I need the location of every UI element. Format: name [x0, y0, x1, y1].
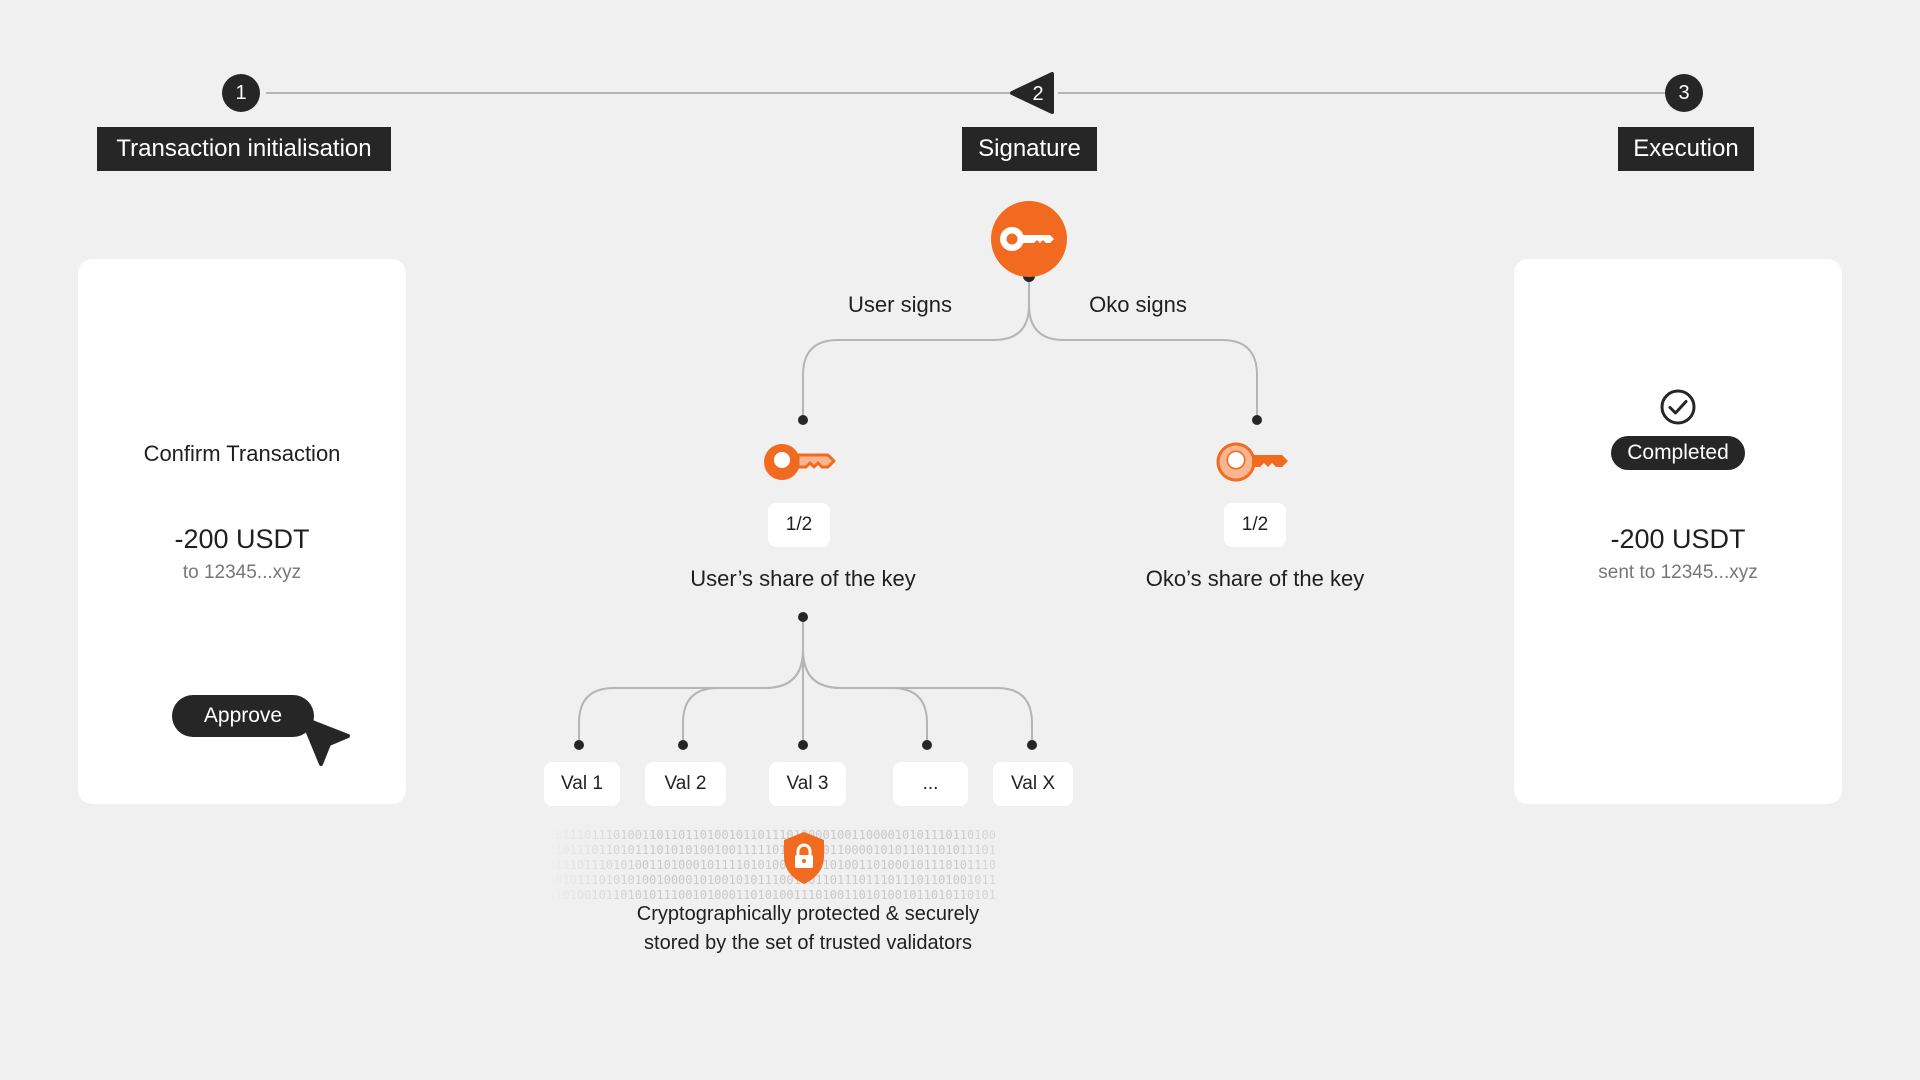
oko-share-fraction: 1/2 — [1224, 503, 1286, 547]
svg-text:2: 2 — [1032, 83, 1043, 105]
step-3-number: 3 — [1665, 74, 1703, 112]
validator-2: Val 2 — [645, 762, 726, 806]
protection-text-line-2: stored by the set of trusted validators — [644, 932, 972, 954]
approve-button[interactable]: Approve — [172, 695, 314, 737]
transaction-amount: -200 USDT — [174, 524, 310, 554]
executed-recipient: sent to 12345...xyz — [1598, 562, 1758, 583]
step-1-label: Transaction initialisation — [97, 127, 391, 171]
half-key-icon — [1216, 442, 1288, 482]
oko-share-label: Oko’s share of the key — [1145, 566, 1365, 591]
card-title: Confirm Transaction — [143, 441, 341, 466]
executed-amount: -200 USDT — [1610, 524, 1746, 554]
step-2-label: Signature — [962, 127, 1097, 171]
step-3-label: Execution — [1618, 127, 1754, 171]
transaction-recipient: to 12345...xyz — [182, 562, 302, 583]
execution-card: Completed -200 USDT sent to 12345...xyz — [1514, 259, 1842, 804]
step-1-number: 1 — [222, 74, 260, 112]
validator-1: Val 1 — [544, 762, 620, 806]
step-2-marker: 2 — [1010, 72, 1054, 114]
protection-text-line-1: Cryptographically protected & securely — [636, 903, 980, 925]
binary-data-band: 1011101110100110110110100101101110100001… — [548, 828, 996, 902]
validator-more: ... — [893, 762, 968, 806]
half-key-icon — [764, 444, 836, 480]
validator-3: Val 3 — [769, 762, 846, 806]
oko-signs-label: Oko signs — [1089, 292, 1187, 317]
user-share-label: User’s share of the key — [690, 566, 916, 591]
status-badge: Completed — [1611, 436, 1745, 470]
key-icon — [991, 201, 1067, 277]
validator-x: Val X — [993, 762, 1073, 806]
check-circle-icon — [1660, 389, 1696, 425]
shield-lock-icon — [784, 832, 824, 884]
user-share-fraction: 1/2 — [768, 503, 830, 547]
user-signs-label: User signs — [848, 292, 952, 317]
cursor-arrow-icon — [300, 716, 350, 766]
